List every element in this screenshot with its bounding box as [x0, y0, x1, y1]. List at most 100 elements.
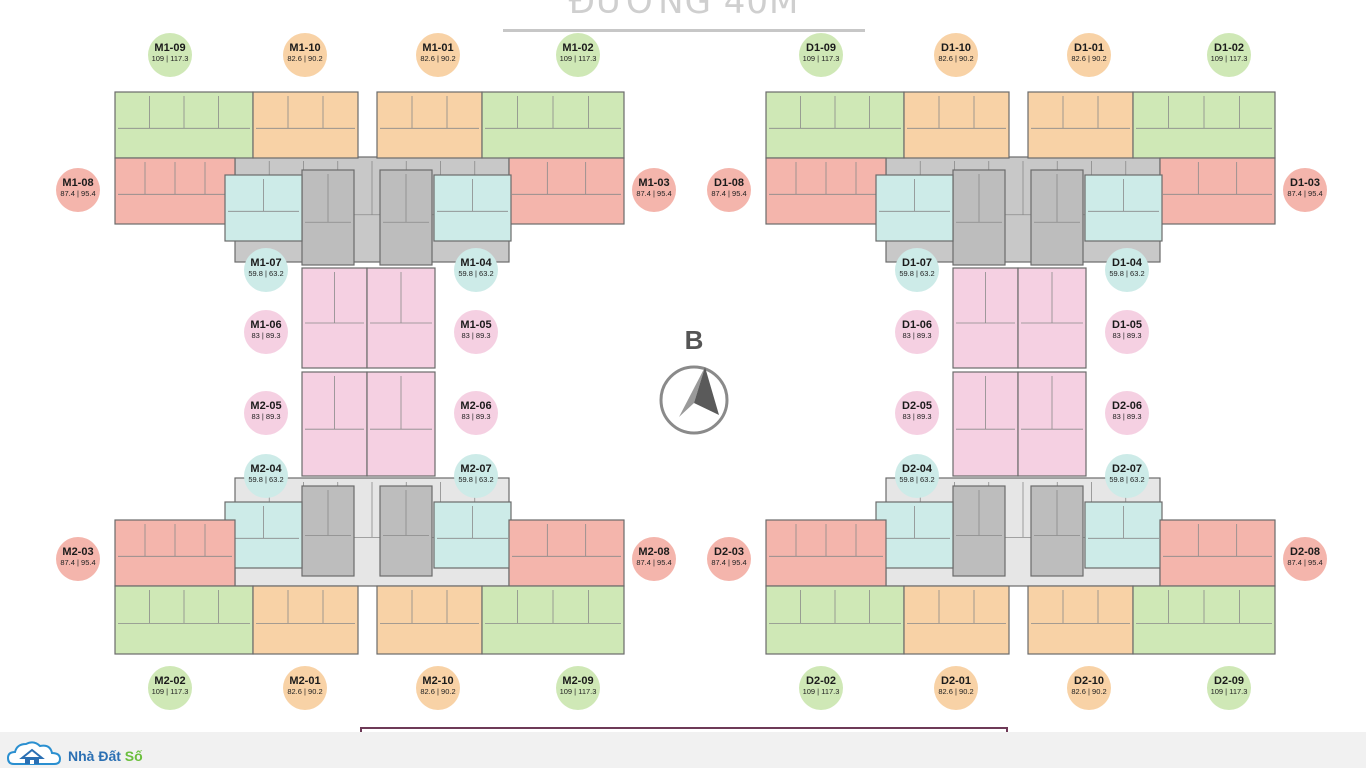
unit-code: D1-08 — [714, 177, 744, 189]
unit-code: M1-09 — [154, 42, 186, 54]
unit-code: D2-03 — [714, 546, 744, 558]
unit-area: 109 | 117.3 — [802, 687, 840, 696]
tower-d-unit-bottom-3-rooms — [1031, 590, 1130, 624]
unit-code: M2-09 — [562, 675, 594, 687]
unit-area: 82.6 | 90.2 — [420, 54, 456, 63]
road-label: ĐƯỜNG 40M — [568, 0, 800, 22]
tower-d-unit-top-2 — [903, 91, 1010, 159]
tower-m-unit-corner-tr — [508, 157, 625, 225]
tower-m-unit-corner-tl-rooms — [118, 162, 232, 195]
house-cloud-icon — [6, 741, 62, 765]
tower-d-unit-corner-bl-rooms — [769, 524, 883, 557]
unit-code: M1-10 — [289, 42, 321, 54]
tower-d-stair-bottom-left-rooms — [956, 490, 1002, 536]
site-logo[interactable]: Nhà Đất Số — [6, 736, 143, 766]
unit-area: 83 | 89.3 — [1112, 412, 1142, 421]
unit-code: M1-05 — [460, 319, 492, 331]
unit-area: 109 | 117.3 — [151, 687, 189, 696]
tower-d-unit-top-1-rooms — [769, 96, 901, 129]
unit-code: M2-10 — [422, 675, 454, 687]
tower-m-unit-teal-tl-rooms — [228, 179, 299, 212]
tower-d-unit-bottom-1-rooms — [769, 590, 901, 624]
tower-m-stair-top-right-rooms — [383, 174, 429, 223]
unit-area: 87.4 | 95.4 — [1287, 558, 1323, 567]
unit-code: M2-07 — [460, 463, 492, 475]
unit-code: D1-01 — [1074, 42, 1104, 54]
unit-area: 83 | 89.3 — [902, 412, 932, 421]
unit-code: D2-01 — [941, 675, 971, 687]
unit-area: 87.4 | 95.4 — [636, 558, 672, 567]
unit-area: 87.4 | 95.4 — [636, 189, 672, 198]
unit-code: D1-07 — [902, 257, 932, 269]
tower-m-unit-top-2-rooms — [256, 96, 355, 129]
unit-area: 87.4 | 95.4 — [60, 558, 96, 567]
tower-m-unit-corner-tr-rooms — [512, 162, 621, 195]
unit-code: M1-08 — [62, 177, 94, 189]
unit-code: D2-07 — [1112, 463, 1142, 475]
unit-code: M1-07 — [250, 257, 282, 269]
tower-m-unit-teal-bl-rooms — [228, 506, 299, 539]
unit-code: M1-01 — [422, 42, 454, 54]
tower-d-unit-bottom-3 — [1027, 585, 1134, 655]
tower-d-stair-top-right-rooms — [1034, 174, 1080, 223]
tower-m-unit-pink-3-rooms — [305, 376, 364, 430]
unit-area: 83 | 89.3 — [1112, 331, 1142, 340]
unit-area: 59.8 | 63.2 — [1109, 475, 1145, 484]
tower-m-stair-bottom-left-rooms — [305, 490, 351, 536]
unit-area: 109 | 117.3 — [559, 687, 597, 696]
tower-m-unit-top-3-rooms — [380, 96, 479, 129]
tower-d-unit-teal-br-rooms — [1088, 506, 1159, 539]
unit-code: D1-09 — [806, 42, 836, 54]
unit-code: M2-02 — [154, 675, 186, 687]
tower-d-stair-bottom-right-rooms — [1034, 490, 1080, 536]
unit-code: D2-04 — [902, 463, 932, 475]
unit-code: M2-03 — [62, 546, 94, 558]
road-underline — [503, 29, 865, 32]
unit-code: M1-04 — [460, 257, 492, 269]
unit-area: 83 | 89.3 — [902, 331, 932, 340]
unit-area: 59.8 | 63.2 — [899, 475, 935, 484]
unit-code: M2-05 — [250, 400, 282, 412]
